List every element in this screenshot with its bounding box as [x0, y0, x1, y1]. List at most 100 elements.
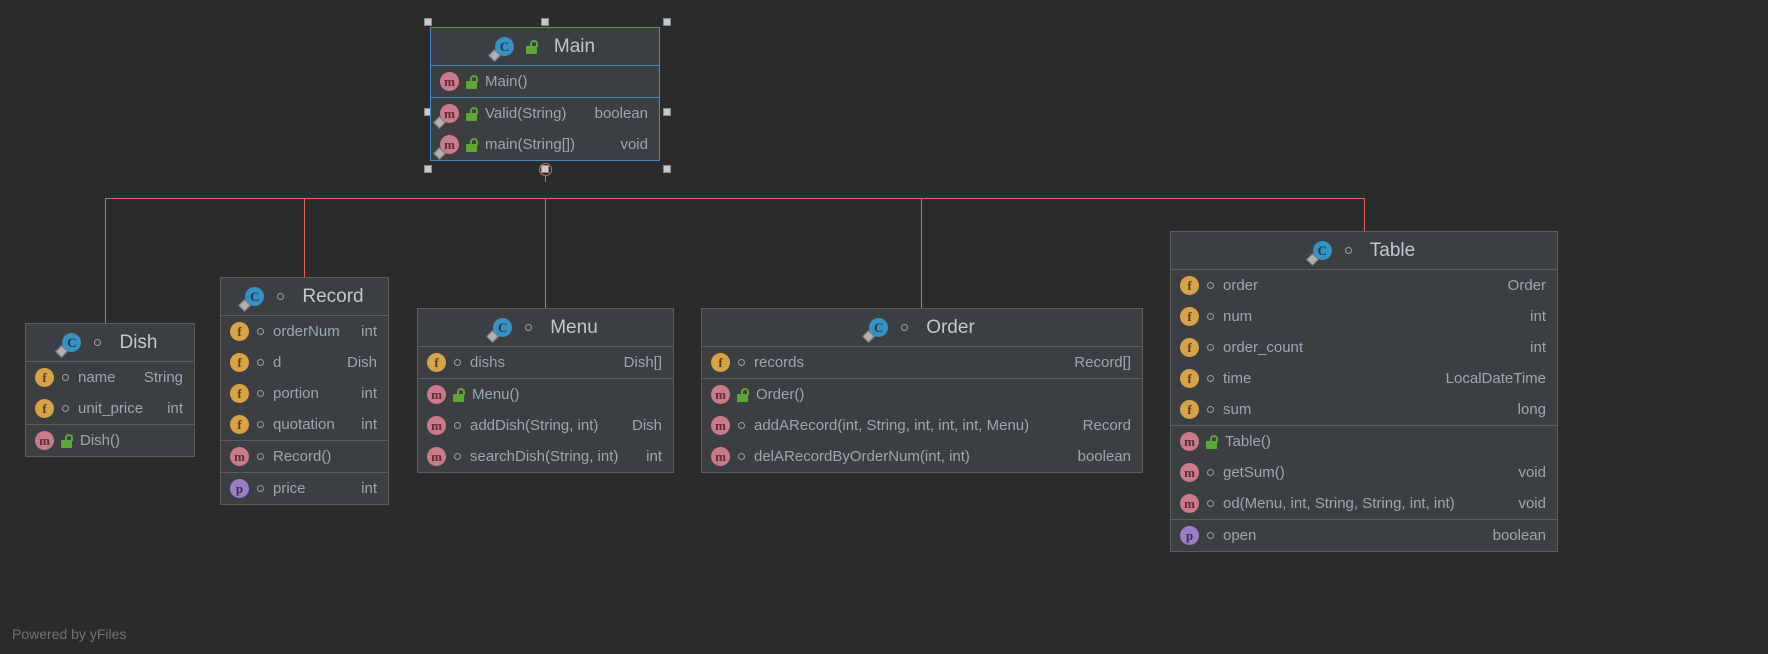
unlock-icon — [452, 387, 465, 402]
class-name-label: Order — [926, 316, 975, 338]
property-icon: p — [230, 479, 249, 498]
field-icon: f — [1180, 338, 1199, 357]
member-signature: quotation — [273, 416, 335, 433]
selection-handle-ne[interactable] — [663, 18, 671, 26]
selection-handle-nw[interactable] — [424, 18, 432, 26]
member-return-type: int — [361, 480, 377, 497]
selection-handle-se[interactable] — [663, 165, 671, 173]
method-icon: m — [427, 447, 446, 466]
unlock-icon — [465, 137, 478, 152]
field-icon: f — [1180, 276, 1199, 295]
member-return-type: boolean — [1492, 527, 1546, 544]
member-signature: open — [1223, 527, 1257, 544]
selection-handle-n[interactable] — [541, 18, 549, 26]
edge-main-stub — [545, 170, 546, 182]
visibility-dot-icon — [738, 422, 745, 429]
method-icon: m — [35, 431, 54, 450]
method-icon: m — [711, 416, 730, 435]
member-return-type: void — [1518, 464, 1546, 481]
visibility-dot-icon — [454, 359, 461, 366]
unlock-icon — [60, 433, 73, 448]
member-signature: name — [78, 369, 116, 386]
member-return-type: int — [361, 385, 377, 402]
member-return-type: void — [1518, 495, 1546, 512]
edge-to-dish — [105, 198, 106, 326]
yfiles-watermark: Powered by yFiles — [12, 626, 127, 642]
visibility-dot-icon — [901, 324, 909, 331]
method-icon: m — [711, 385, 730, 404]
field-icon: f — [1180, 369, 1199, 388]
member-return-type: Order — [1507, 277, 1546, 294]
unlock-icon — [736, 387, 749, 402]
member-return-type: boolean — [1077, 448, 1131, 465]
visibility-dot-icon — [1207, 532, 1214, 539]
member-signature: orderNum — [273, 323, 340, 340]
field-icon: f — [1180, 400, 1199, 419]
visibility-dot-icon — [257, 453, 264, 460]
visibility-dot-icon — [1207, 406, 1214, 413]
member-return-type: long — [1517, 401, 1546, 418]
member-signature: unit_price — [78, 400, 144, 417]
member-return-type: Record[] — [1074, 354, 1131, 371]
method-icon: m — [230, 447, 249, 466]
visibility-dot-icon — [62, 374, 69, 381]
class-member-row[interactable]: f order_count int — [1171, 332, 1557, 363]
member-return-type: int — [361, 323, 377, 340]
edge-to-order — [921, 198, 922, 310]
member-return-type: int — [361, 416, 377, 433]
member-signature: od(Menu, int, String, String, int, int) — [1223, 495, 1455, 512]
edge-bus-horizontal — [105, 198, 1365, 199]
member-signature: order_count — [1223, 339, 1304, 356]
selection-handle-s[interactable] — [541, 165, 549, 173]
field-icon: f — [230, 353, 249, 372]
selection-handle-e[interactable] — [663, 108, 671, 116]
selection-handle-sw[interactable] — [424, 165, 432, 173]
member-return-type: int — [1530, 339, 1546, 356]
member-return-type: int — [646, 448, 662, 465]
member-signature: getSum() — [1223, 464, 1285, 481]
member-return-type: String — [143, 369, 183, 386]
member-signature: num — [1223, 308, 1253, 325]
